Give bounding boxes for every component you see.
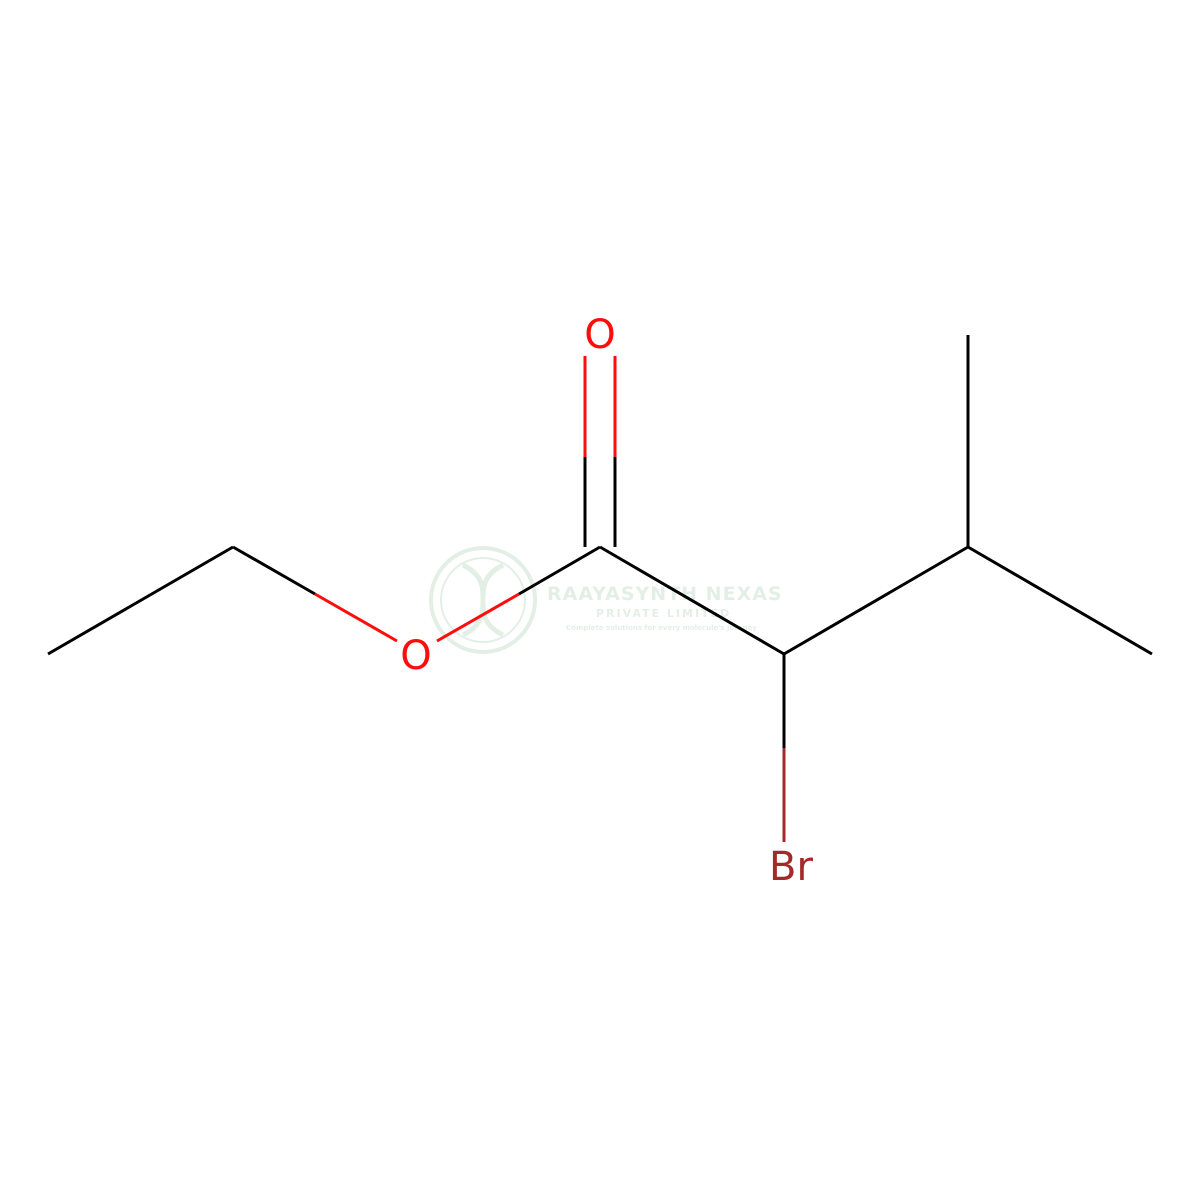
watermark-company: RAAYASYNTH NEXAS xyxy=(547,583,783,605)
watermark: RAAYASYNTH NEXAS PRIVATE LIMITED Complet… xyxy=(429,546,783,654)
watermark-logo-inner-ring xyxy=(440,557,526,643)
bonds xyxy=(47,335,1153,842)
bond-ch2-o-red xyxy=(314,592,398,643)
atom-labels: O O Br xyxy=(400,312,813,890)
atom-label-ester-oxygen: O xyxy=(400,633,431,679)
atom-label-carbonyl-oxygen: O xyxy=(584,312,615,358)
bond-ch3-ch2 xyxy=(47,545,234,656)
dna-helix-icon xyxy=(461,562,505,638)
atom-label-bromine: Br xyxy=(769,844,813,890)
watermark-logo-ring xyxy=(429,546,537,654)
bond-ch2-o-black xyxy=(232,545,316,596)
bond-cbeta-methyl-right xyxy=(967,545,1153,656)
watermark-subtitle: PRIVATE LIMITED xyxy=(596,607,731,620)
watermark-tagline: Complete solutions for every molecule's … xyxy=(566,624,757,632)
bond-o-carbonyl-black xyxy=(518,545,601,596)
bond-carbonyl-calpha xyxy=(599,545,785,656)
bond-calpha-cbeta xyxy=(783,545,969,656)
bond-o-carbonyl-red xyxy=(436,592,520,643)
